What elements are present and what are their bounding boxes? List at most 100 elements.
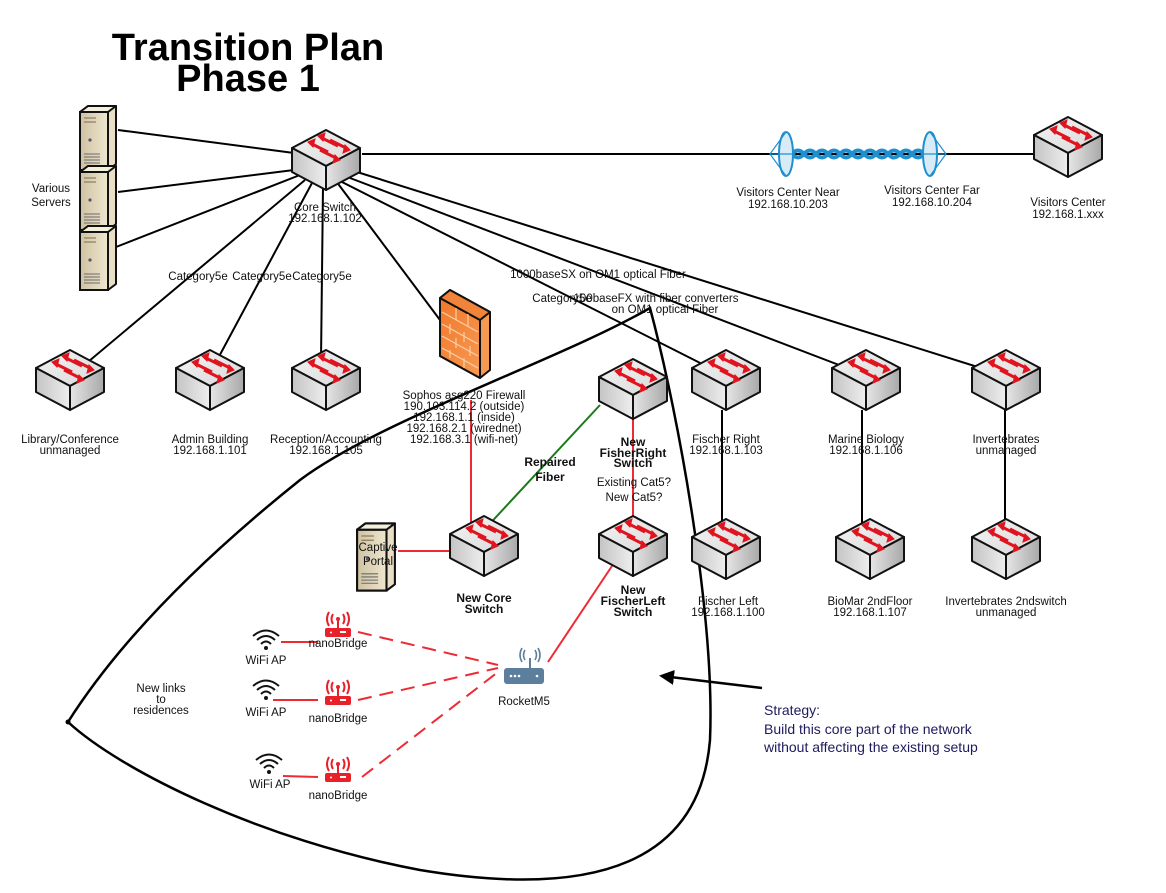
new-core-switch-label-2: Switch [465, 602, 504, 616]
nanobridge-1-icon[interactable] [324, 611, 352, 638]
marine-biology-detail: 192.168.1.106 [829, 445, 903, 457]
core-switch-ip: 192.168.1.102 [288, 213, 362, 225]
new-fisherright-label-3: Switch [614, 456, 653, 470]
link-firewall [335, 180, 441, 321]
dish-far-icon [922, 131, 947, 177]
server-2-icon[interactable] [79, 165, 117, 231]
nanobridge-2-icon[interactable] [324, 679, 352, 706]
firewall-addr-2: 192.168.1.1 (inside) [413, 412, 515, 424]
link-repaired-fiber [483, 404, 601, 531]
link-label-sx-fiber: 1000baseSX on OM1 optical Fiber [510, 269, 686, 281]
core-switch-icon[interactable] [290, 128, 362, 192]
residences-note-1: New links [136, 683, 185, 695]
strategy-heading: Strategy: [764, 702, 820, 718]
fischer-right-switch-icon[interactable] [690, 348, 762, 412]
visitors-near-name: Visitors Center Near [736, 187, 839, 199]
repaired-fiber-label-2: Fiber [535, 470, 565, 484]
cat5-question-2: New Cat5? [606, 492, 663, 504]
fischer-left-switch-icon[interactable] [690, 517, 762, 581]
wireless-residence-links [357, 631, 499, 778]
wifi-ap-1-icon[interactable] [252, 629, 280, 651]
link-bridge2-rocket [357, 667, 499, 701]
link-server-2 [117, 169, 295, 193]
repaired-fiber-label-1: Repaired [524, 455, 575, 469]
new-fischerleft-switch-icon[interactable] [597, 514, 669, 578]
fischer-left-detail: 192.168.1.100 [691, 607, 765, 619]
invertebrates-2nd-name: Invertebrates 2ndswitch [945, 596, 1066, 608]
marine-biology-name: Marine Biology [828, 434, 904, 446]
link-bridge3-rocket [361, 671, 499, 778]
captive-portal-label-1: Captive [359, 542, 398, 554]
marine-biology-switch-icon[interactable] [830, 348, 902, 412]
core-switch-name: Core Switch [294, 202, 356, 214]
nanobridge-3-label: nanoBridge [309, 790, 368, 802]
server-1-icon[interactable] [79, 105, 117, 171]
new-core-switch-label-1: New Core [456, 591, 512, 605]
biomar-2nd-name: BioMar 2ndFloor [827, 596, 912, 608]
firewall-addr-4: 192.168.3.1 (wifi-net) [410, 434, 518, 446]
residences-note-3: residences [133, 705, 189, 717]
library-name: Library/Conference [21, 434, 119, 446]
biomar-2nd-switch-icon[interactable] [834, 517, 906, 581]
wifi-ap-1-label: WiFi AP [246, 655, 287, 667]
new-fisherright-label-1: New [621, 435, 646, 449]
rocketm5-icon[interactable] [504, 647, 544, 684]
firewall-icon[interactable] [439, 289, 491, 379]
link-server-1 [117, 129, 295, 154]
library-detail: unmanaged [40, 445, 101, 457]
nanobridge-3-icon[interactable] [324, 756, 352, 783]
wifi-ap-2-label: WiFi AP [246, 707, 287, 719]
link-library [69, 179, 306, 378]
new-fisherright-label-2: FisherRight [600, 446, 667, 460]
invertebrates-2nd-detail: unmanaged [976, 607, 1037, 619]
admin-switch-icon[interactable] [174, 348, 246, 412]
visitors-far-name: Visitors Center Far [884, 185, 980, 197]
new-core-boundary [66, 306, 712, 881]
reception-detail: 192.168.1.105 [289, 445, 363, 457]
link-invertebrates [356, 171, 1001, 375]
library-switch-icon[interactable] [34, 348, 106, 412]
link-server-3 [115, 174, 301, 248]
strategy-arrow [659, 669, 763, 690]
rocketm5-label: RocketM5 [498, 696, 550, 708]
visitors-center-name: Visitors Center [1030, 197, 1105, 209]
link-marine-biology [349, 177, 861, 374]
link-label-fx-fiber-1: 100baseFX with fiber converters [574, 293, 739, 305]
invertebrates-detail: unmanaged [976, 445, 1037, 457]
server-3-icon[interactable] [79, 225, 117, 291]
invertebrates-switch-icon[interactable] [970, 348, 1042, 412]
dish-near-icon [769, 131, 794, 177]
link-newfischerleft-rocket [547, 565, 613, 663]
new-fisherright-switch-icon[interactable] [597, 357, 669, 421]
link-bridge1-rocket [357, 631, 499, 666]
new-links [273, 400, 634, 778]
fischer-right-name: Fischer Right [692, 434, 761, 446]
invertebrates-2nd-switch-icon[interactable] [970, 517, 1042, 581]
residences-note-2: to [156, 694, 166, 706]
reception-switch-icon[interactable] [290, 348, 362, 412]
firewall-name: Sophos asg220 Firewall [403, 390, 526, 402]
servers-label-2: Servers [31, 197, 71, 209]
new-fischerleft-label-1: New [621, 583, 646, 597]
visitors-center-switch-icon[interactable] [1032, 115, 1104, 179]
invertebrates-name: Invertebrates [972, 434, 1039, 446]
strategy-line-2: without affecting the existing setup [763, 739, 978, 755]
wifi-ap-3-icon[interactable] [255, 753, 283, 775]
link-fischer-right [339, 180, 719, 373]
boundary-point [65, 719, 71, 725]
wifi-ap-2-icon[interactable] [252, 679, 280, 701]
fischer-right-detail: 192.168.1.103 [689, 445, 763, 457]
strategy-line-1: Build this core part of the network [764, 721, 973, 737]
link-label-cat5e-4: Category5e [532, 293, 591, 305]
link-label-cat5e-1: Category5e [168, 271, 227, 283]
link-admin [214, 182, 313, 365]
new-core-switch-icon[interactable] [448, 514, 520, 578]
visitors-far-ip: 192.168.10.204 [892, 197, 973, 209]
cat5-question-1: Existing Cat5? [597, 477, 671, 489]
visitors-center-ip: 192.168.1.xxx [1032, 209, 1104, 221]
servers-label-1: Various [32, 183, 70, 195]
link-ap3-bridge3 [282, 775, 319, 778]
wireless-link [790, 148, 926, 160]
link-label-fx-fiber-2: on OM1 optical Fiber [612, 304, 719, 316]
